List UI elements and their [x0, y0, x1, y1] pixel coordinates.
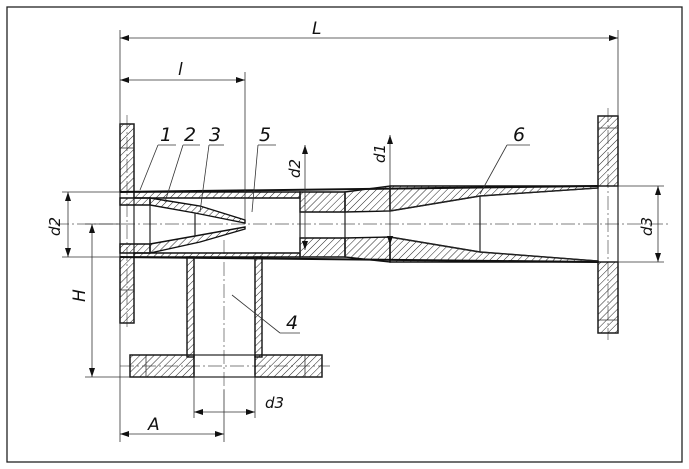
dim-d3-right-label: d3: [638, 217, 656, 236]
dim-d2-left-label: d2: [46, 217, 64, 236]
dim-d2-left: d2: [46, 191, 120, 258]
callout-2: 2: [164, 124, 200, 203]
svg-text:3: 3: [209, 124, 221, 146]
callout-1: 1: [139, 124, 176, 191]
dim-d2-top: d2: [286, 145, 308, 250]
nozzle: [119, 197, 246, 254]
sheet-frame: [6, 6, 683, 463]
dim-d3-right: d3: [618, 185, 664, 263]
callout-6: 6: [479, 124, 530, 195]
dim-l-label: l: [178, 60, 183, 80]
dim-d1: d1: [371, 135, 393, 245]
dim-H: H: [70, 223, 130, 378]
dim-A-label: A: [147, 415, 160, 435]
callout-4: 4: [231, 294, 300, 334]
dim-d3-bottom: d3: [193, 377, 284, 418]
svg-text:1: 1: [160, 124, 172, 146]
callout-3: 3: [199, 124, 224, 213]
right-flange: [597, 115, 619, 334]
svg-text:2: 2: [184, 124, 196, 146]
bottom-flange: [129, 354, 323, 378]
dim-L-label: L: [312, 19, 321, 39]
svg-text:6: 6: [513, 124, 525, 146]
svg-text:4: 4: [286, 312, 298, 334]
callout-5: 5: [251, 124, 276, 213]
left-flange: [119, 123, 135, 324]
main-body: [119, 185, 599, 263]
dim-d1-label: d1: [371, 144, 389, 163]
dim-L: L: [119, 19, 619, 124]
suction-branch: [186, 256, 263, 375]
svg-text:5: 5: [259, 124, 271, 146]
dim-l: l: [120, 60, 246, 220]
dim-H-label: H: [70, 289, 90, 302]
dim-d3-bottom-label: d3: [265, 394, 284, 412]
dim-A: A: [119, 323, 225, 442]
dim-d2-top-label: d2: [286, 159, 304, 178]
